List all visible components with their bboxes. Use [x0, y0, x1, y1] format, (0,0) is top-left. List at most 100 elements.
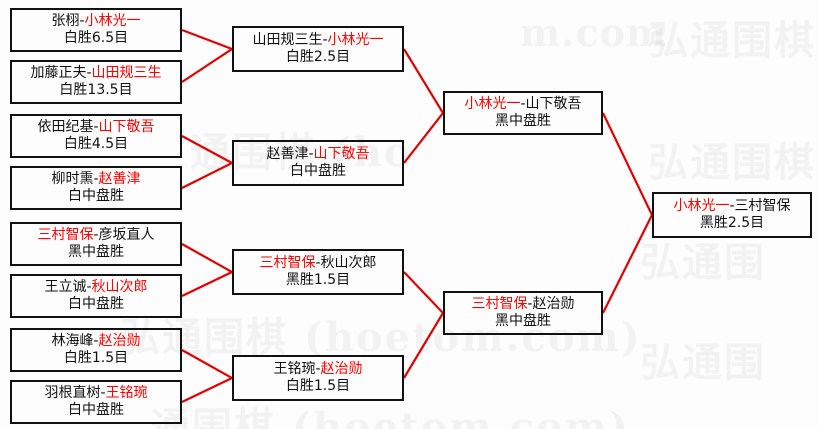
match-players: 羽根直树-王铭琬 [44, 385, 147, 402]
player-left: 赵善津 [266, 146, 309, 163]
player-right: 赵治勋 [532, 296, 575, 313]
versus-dash: - [86, 65, 92, 82]
match-result: 白中盘胜 [68, 296, 124, 312]
player-left: 王铭琬 [273, 361, 316, 378]
match-box[interactable]: 三村智保-赵治勋黑中盘胜 [443, 291, 603, 335]
match-box[interactable]: 依田纪基-山下敬吾白胜4.5目 [10, 114, 182, 158]
bracket-connector [403, 271, 445, 379]
match-result: 白中盘胜 [68, 402, 124, 418]
match-players: 小林光一-三村智保 [673, 198, 790, 215]
player-right: 山田规三生 [91, 65, 162, 82]
match-box[interactable]: 山田规三生-小林光一白胜2.5目 [232, 26, 404, 72]
player-right: 秋山次郎 [320, 255, 377, 272]
match-result: 白胜1.5目 [285, 378, 351, 394]
versus-dash: - [93, 119, 99, 136]
player-left: 三村智保 [471, 296, 528, 313]
watermark-text: 弘通围 [640, 330, 766, 388]
versus-dash: - [93, 227, 99, 244]
versus-dash: - [527, 296, 533, 313]
versus-dash: - [93, 333, 99, 350]
versus-dash: - [86, 279, 92, 296]
versus-dash: - [315, 255, 321, 272]
player-right: 赵善津 [98, 171, 141, 188]
match-box[interactable]: 赵善津-山下敬吾白中盘胜 [232, 140, 404, 186]
match-players: 依田纪基-山下敬吾 [37, 119, 154, 136]
match-players: 山田规三生-小林光一 [252, 32, 383, 49]
watermark-text: m.com [520, 10, 667, 55]
watermark-text: 弘通围 [640, 230, 766, 288]
match-result: 白胜6.5目 [63, 30, 129, 46]
player-left: 柳时熏 [51, 171, 94, 188]
match-result: 白胜1.5目 [63, 350, 129, 366]
player-left: 小林光一 [464, 96, 521, 113]
versus-dash: - [315, 361, 321, 378]
player-left: 王立诚 [44, 279, 87, 296]
match-players: 柳时熏-赵善津 [51, 171, 140, 188]
match-result: 白中盘胜 [290, 163, 346, 179]
player-left: 三村智保 [37, 227, 94, 244]
match-result: 白胜2.5目 [285, 49, 351, 65]
player-left: 小林光一 [673, 198, 730, 215]
player-left: 加藤正夫 [30, 65, 87, 82]
match-players: 赵善津-山下敬吾 [266, 146, 369, 163]
match-players: 三村智保-彦坂直人 [37, 227, 154, 244]
player-right: 赵治勋 [98, 333, 141, 350]
player-right: 三村智保 [734, 198, 791, 215]
match-result: 白中盘胜 [68, 188, 124, 204]
player-left: 张栩 [51, 13, 80, 30]
bracket-connector [602, 112, 654, 314]
match-players: 王立诚-秋山次郎 [44, 279, 147, 296]
match-box[interactable]: 王铭琬-赵治勋白胜1.5目 [232, 355, 404, 401]
match-result: 黑中盘胜 [495, 313, 551, 329]
versus-dash: - [79, 13, 85, 30]
match-result: 黑胜1.5目 [285, 272, 351, 288]
match-players: 加藤正夫-山田规三生 [30, 65, 161, 82]
player-left: 羽根直树 [44, 385, 101, 402]
player-right: 山下敬吾 [98, 119, 155, 136]
player-left: 林海峰 [51, 333, 94, 350]
player-right: 秋山次郎 [91, 279, 148, 296]
match-box[interactable]: 三村智保-秋山次郎黑胜1.5目 [232, 249, 404, 295]
match-players: 三村智保-赵治勋 [471, 296, 574, 313]
watermark-text: 弘通围棋 [648, 130, 816, 188]
player-right: 山下敬吾 [525, 96, 582, 113]
versus-dash: - [93, 171, 99, 188]
match-box[interactable]: 加藤正夫-山田规三生白胜13.5目 [10, 60, 182, 104]
match-result: 黑中盘胜 [495, 113, 551, 129]
match-result: 白胜13.5目 [59, 82, 133, 98]
versus-dash: - [729, 198, 735, 215]
versus-dash: - [520, 96, 526, 113]
bracket-connector [403, 48, 445, 164]
match-box[interactable]: 羽根直树-王铭琬白中盘胜 [10, 380, 182, 424]
match-box[interactable]: 林海峰-赵治勋白胜1.5目 [10, 328, 182, 372]
match-result: 白胜4.5目 [63, 136, 129, 152]
watermark-text: 弘通围棋 [648, 8, 816, 66]
player-left: 山田规三生 [252, 32, 323, 49]
match-result: 黑中盘胜 [68, 244, 124, 260]
match-box[interactable]: 三村智保-彦坂直人黑中盘胜 [10, 222, 182, 266]
match-box[interactable]: 小林光一-三村智保黑胜2.5目 [652, 192, 812, 238]
match-players: 三村智保-秋山次郎 [259, 255, 376, 272]
match-players: 王铭琬-赵治勋 [273, 361, 362, 378]
player-left: 三村智保 [259, 255, 316, 272]
match-box[interactable]: 柳时熏-赵善津白中盘胜 [10, 166, 182, 210]
player-right: 王铭琬 [105, 385, 148, 402]
match-players: 张栩-小林光一 [51, 13, 140, 30]
match-box[interactable]: 张栩-小林光一白胜6.5目 [10, 8, 182, 52]
versus-dash: - [100, 385, 106, 402]
player-right: 山下敬吾 [313, 146, 370, 163]
player-right: 赵治勋 [320, 361, 363, 378]
bracket-connector [181, 243, 235, 297]
versus-dash: - [308, 146, 314, 163]
bracket-connector [181, 349, 235, 403]
bracket-connector [181, 135, 235, 189]
match-box[interactable]: 小林光一-山下敬吾黑中盘胜 [443, 91, 603, 135]
bracket-connector [181, 28, 235, 83]
match-box[interactable]: 王立诚-秋山次郎白中盘胜 [10, 274, 182, 318]
match-result: 黑胜2.5目 [699, 215, 765, 231]
player-left: 依田纪基 [37, 119, 94, 136]
player-right: 小林光一 [84, 13, 141, 30]
match-players: 林海峰-赵治勋 [51, 333, 140, 350]
player-right: 小林光一 [327, 32, 384, 49]
